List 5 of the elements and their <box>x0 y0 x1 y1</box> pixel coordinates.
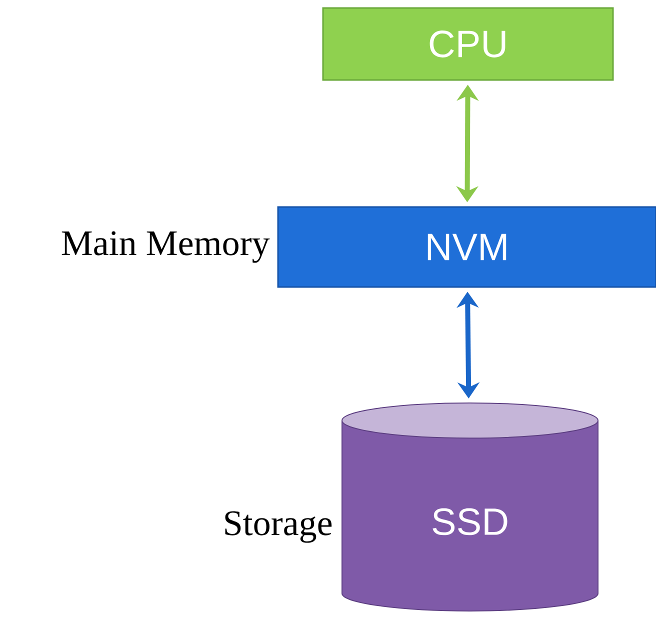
side-label: Main Memory <box>62 231 270 263</box>
side-label: Storage <box>225 511 332 543</box>
storage-cylinder: SSD <box>342 402 598 612</box>
nvm-box: NVM <box>277 206 656 288</box>
cpu-box: CPU <box>322 7 614 81</box>
